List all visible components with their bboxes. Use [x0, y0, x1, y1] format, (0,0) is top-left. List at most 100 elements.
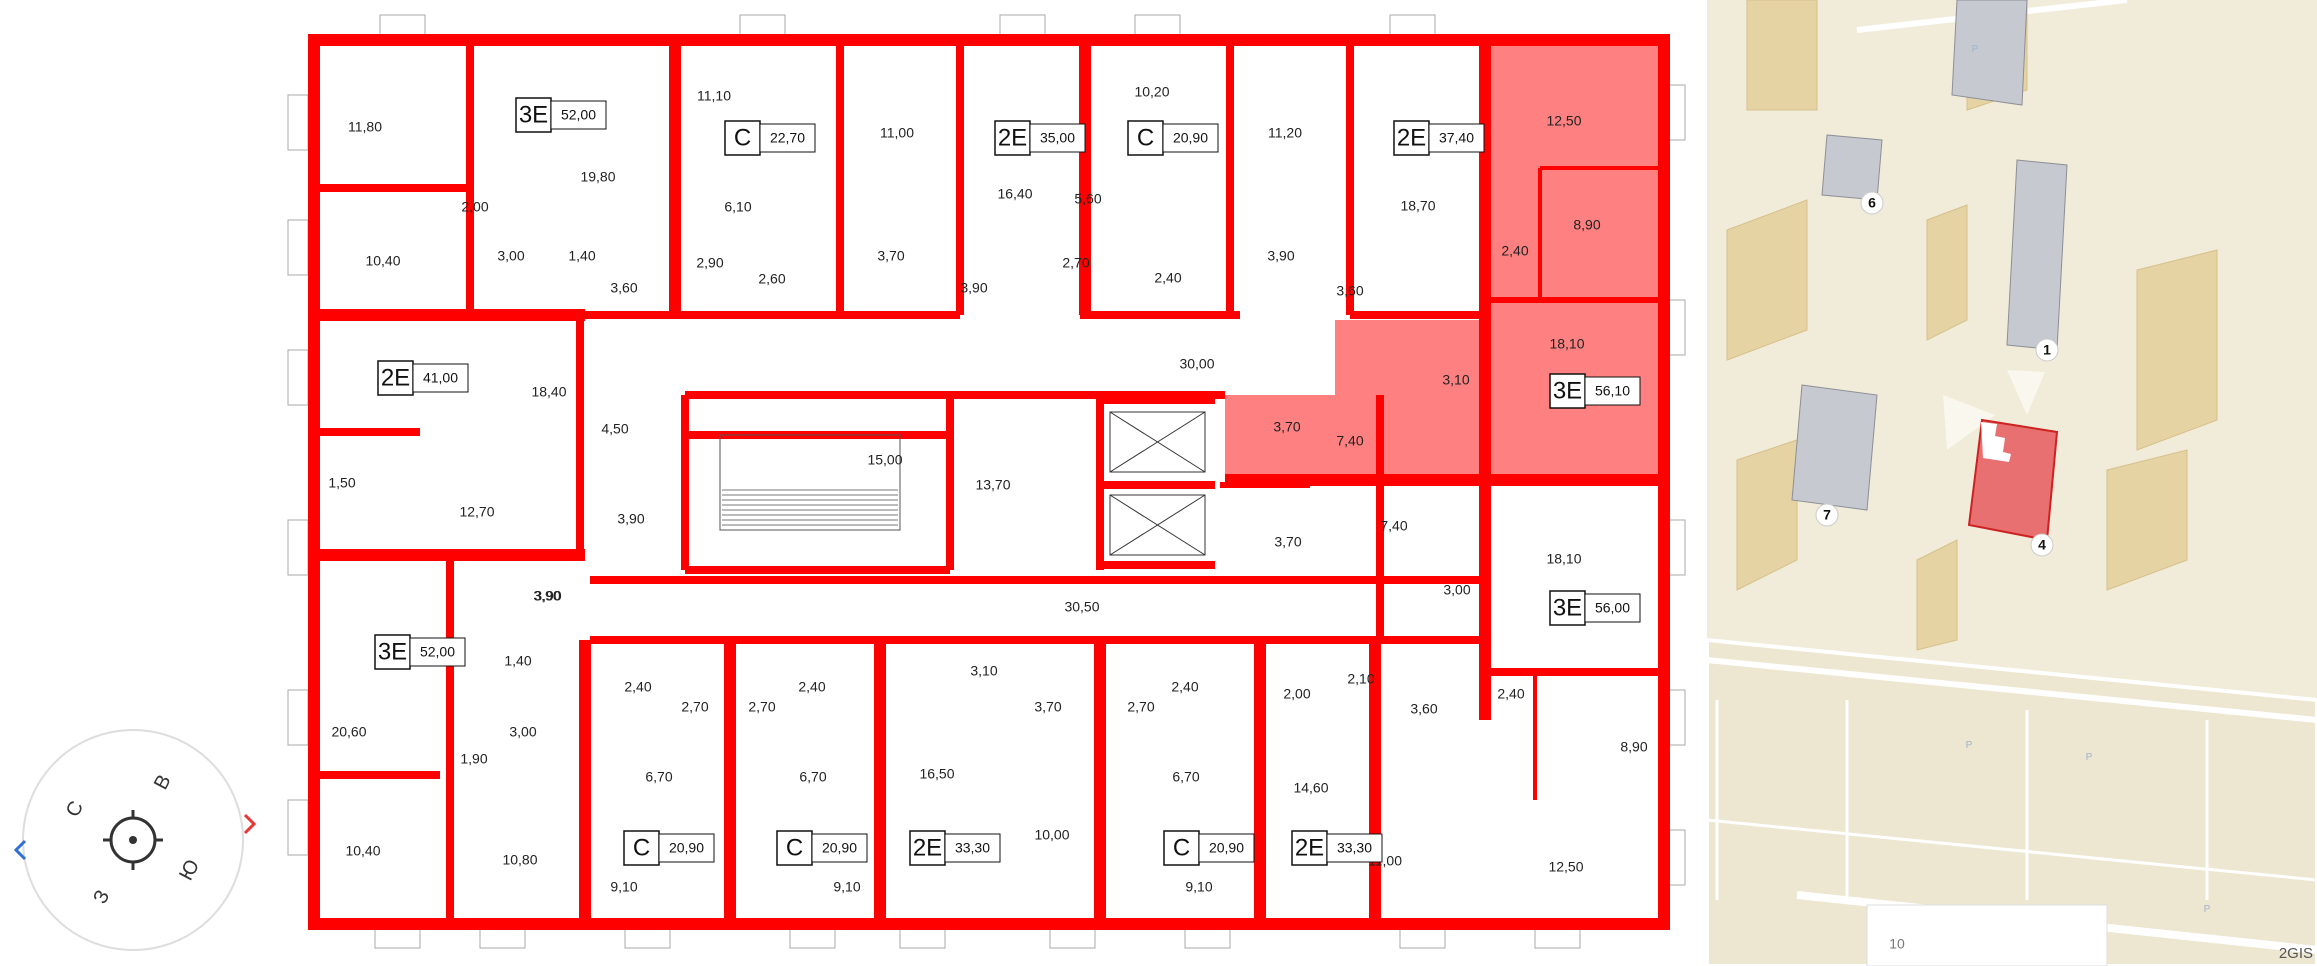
- map-brand-logo: 2GIS: [2278, 945, 2313, 962]
- apartment-area-box: [1326, 833, 1383, 863]
- apartment-area-box: [1428, 123, 1485, 153]
- elevator: [1109, 411, 1206, 473]
- building-pin-4[interactable]: 4: [2038, 537, 2046, 553]
- room-area-label: 3,70: [1274, 534, 1301, 550]
- wall: [685, 566, 950, 574]
- window: [479, 927, 526, 949]
- room-area-label: 6,10: [724, 199, 751, 215]
- wall: [320, 771, 440, 779]
- wall: [1540, 166, 1660, 170]
- wall: [446, 555, 454, 918]
- room-area-label: 11,10: [697, 88, 731, 104]
- room-area-label: 11,80: [348, 119, 382, 135]
- wall: [1100, 561, 1215, 569]
- apartment-area-box: [1198, 833, 1255, 863]
- wall: [1100, 481, 1215, 489]
- room-area-label: 3,90: [533, 588, 560, 604]
- apartment-area-box: [550, 100, 607, 130]
- wall: [1485, 297, 1660, 303]
- wall: [1220, 482, 1310, 488]
- apartment-area-label: 33,30: [955, 840, 990, 856]
- selected-apartment-highlight[interactable]: [1225, 40, 1660, 480]
- apartment-area-box: [1029, 123, 1086, 153]
- room-area-label: 2,40: [798, 679, 825, 695]
- location-map[interactable]: 6 1 7 4 10 P P P P 2GIS: [1707, 0, 2317, 966]
- window: [789, 927, 836, 949]
- map-canvas[interactable]: 6 1 7 4 10 P P P P: [1707, 0, 2317, 966]
- wall: [946, 395, 954, 570]
- apartment-area-label: 56,00: [1595, 600, 1630, 616]
- window: [379, 14, 426, 38]
- apartment-area-box: [1584, 593, 1641, 623]
- wall: [1376, 395, 1384, 640]
- wall: [1533, 672, 1537, 800]
- compass-widget[interactable]: С Ю В З: [18, 725, 248, 955]
- room-area-label: 4,50: [601, 421, 628, 437]
- room-area-label: 9,10: [610, 879, 637, 895]
- room-area-label: 10,40: [365, 253, 400, 269]
- room-area-label: 2,70: [1127, 699, 1154, 715]
- building-pin-7[interactable]: 7: [1823, 507, 1831, 523]
- rotate-left-icon[interactable]: [12, 838, 30, 862]
- wall: [320, 428, 420, 436]
- room-area-label: 3,70: [1273, 419, 1300, 435]
- apartment-area-label: 41,00: [423, 370, 458, 386]
- room-area-label: 1,90: [460, 751, 487, 767]
- room-area-label: 9,10: [1185, 879, 1212, 895]
- building-pin-6[interactable]: 6: [1868, 195, 1876, 211]
- room-area-label: 2,40: [1154, 270, 1181, 286]
- room-area-label: 2,70: [1062, 255, 1089, 271]
- staircase: [719, 434, 901, 531]
- wall: [466, 46, 474, 310]
- room-area-label: 3,10: [1442, 372, 1469, 388]
- wall: [836, 46, 844, 315]
- wall: [308, 34, 1670, 46]
- building-pin-1[interactable]: 1: [2043, 342, 2051, 358]
- room-area-label: 3,60: [610, 280, 637, 296]
- room-area-label: 3,10: [970, 663, 997, 679]
- wall: [874, 640, 886, 918]
- room-area-label: 8,90: [1620, 739, 1647, 755]
- window: [287, 519, 309, 576]
- apartment-area-box: [811, 833, 868, 863]
- building-label-10: 10: [1889, 936, 1905, 952]
- wall: [1485, 668, 1660, 676]
- room-area-label: 18,70: [1400, 198, 1435, 214]
- apartment-area-label: 35,00: [1040, 130, 1075, 146]
- parking-label: P: [2086, 752, 2093, 763]
- apartment-area-label: 52,00: [561, 107, 596, 123]
- apartment-type-label: 2Е: [1397, 124, 1426, 151]
- apartment-area-label: 37,40: [1439, 130, 1474, 146]
- room-area-label: 10,00: [1034, 827, 1069, 843]
- window: [287, 799, 309, 856]
- room-area-label: 12,50: [1548, 859, 1583, 875]
- room-area-label: 16,50: [919, 766, 954, 782]
- room-area-label: 3,00: [509, 724, 536, 740]
- wall: [590, 576, 1485, 584]
- wall: [1538, 168, 1542, 300]
- room-area-label: 6,70: [799, 769, 826, 785]
- room-area-label: 2,40: [1497, 686, 1524, 702]
- apartment-area-label: 20,90: [1173, 130, 1208, 146]
- window: [1399, 927, 1446, 949]
- rotate-right-icon[interactable]: [240, 812, 258, 836]
- room-area-label: 10,20: [1134, 84, 1169, 100]
- parking-label: P: [1972, 44, 1979, 55]
- window: [1134, 14, 1181, 38]
- wall: [1100, 396, 1215, 404]
- building-number-pins[interactable]: 6 1 7 4 10: [1815, 191, 2059, 952]
- room-area-label: 3,70: [1034, 699, 1061, 715]
- apartment-type-label: С: [734, 124, 751, 151]
- room-area-label: 11,00: [880, 125, 914, 141]
- room-area-label: 3,00: [497, 248, 524, 264]
- apartment-area-box: [409, 637, 466, 667]
- window: [1049, 927, 1096, 949]
- elevator: [1109, 494, 1206, 556]
- room-area-label: 2,60: [758, 271, 785, 287]
- wall: [724, 640, 736, 918]
- parking-label: P: [1966, 740, 1973, 751]
- apartment-type-box: [1393, 120, 1430, 156]
- apartment-area-box: [658, 833, 715, 863]
